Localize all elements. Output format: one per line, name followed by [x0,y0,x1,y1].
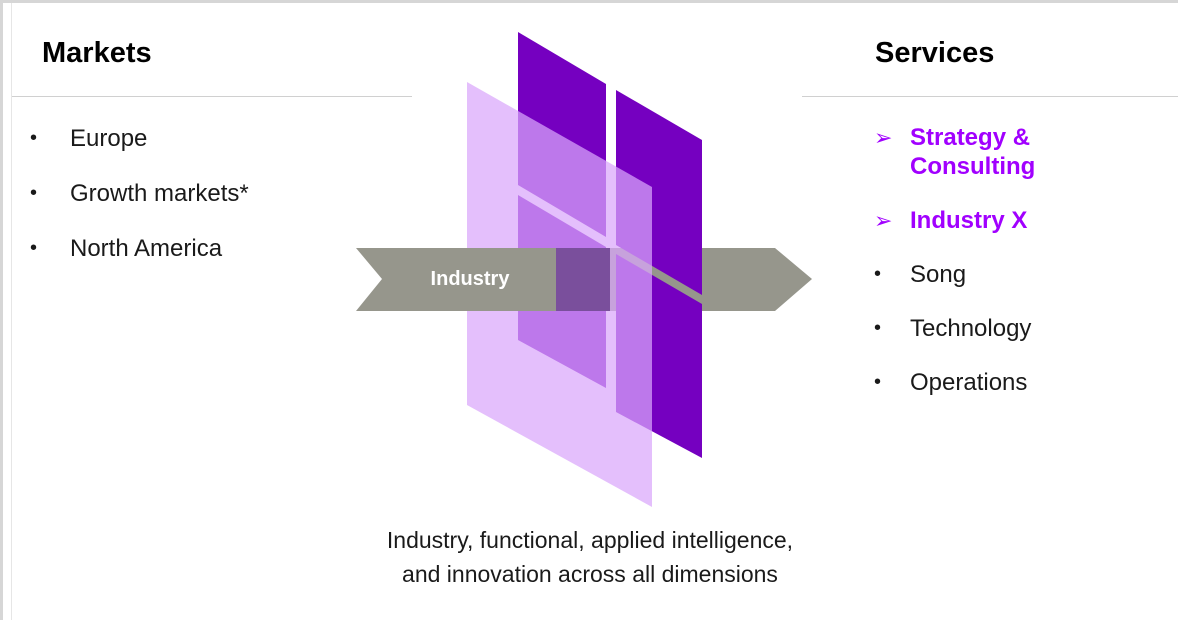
bullet-icon: • [874,317,882,339]
services-divider [802,96,1178,97]
services-item-label: Strategy & Consulting [910,124,1036,180]
diagram-caption: Industry, functional, applied intelligen… [300,523,880,591]
markets-heading: Markets [42,37,152,69]
services-item-label: Technology [910,315,1032,342]
bullet-icon: • [30,182,38,204]
frame-left-border [0,0,3,620]
frame-left-inner-border [11,3,12,620]
markets-item-label: Growth markets* [70,180,249,207]
caption-line-2: and innovation across all dimensions [402,561,778,587]
services-item-technology: • Technology [872,314,1172,343]
services-list: ➢ Strategy & Consulting ➢ Industry X • S… [872,123,1172,422]
services-item-industry-x: ➢ Industry X [872,206,1172,235]
caption-line-1: Industry, functional, applied intelligen… [386,527,794,553]
arrow-bullet-icon: ➢ [874,208,893,233]
services-item-label: Song [910,261,967,288]
arrow-label-industry: Industry [430,268,510,290]
services-item-label: Industry X [910,207,1028,234]
markets-divider [12,96,412,97]
services-item-song: • Song [872,260,1172,289]
bullet-icon: • [30,127,38,149]
arrow-bullet-icon: ➢ [874,125,893,150]
markets-item: • Europe [30,124,249,153]
markets-item-label: North America [70,235,223,262]
arrow-overlap-segment [556,248,610,311]
bullet-icon: • [30,237,38,259]
markets-item-label: Europe [70,125,148,152]
services-item-operations: • Operations [872,368,1172,397]
arrow-tail-segment [356,248,556,311]
markets-list: • Europe • Growth markets* • North Ameri… [30,124,249,289]
markets-item: • Growth markets* [30,179,249,208]
services-item-label: Operations [910,369,1028,396]
bullet-icon: • [874,371,882,393]
services-heading: Services [875,37,995,69]
markets-item: • North America [30,234,249,263]
frame-top-border [0,0,1178,3]
bullet-icon: • [874,263,882,285]
services-item-strategy-consulting: ➢ Strategy & Consulting [872,123,1100,181]
